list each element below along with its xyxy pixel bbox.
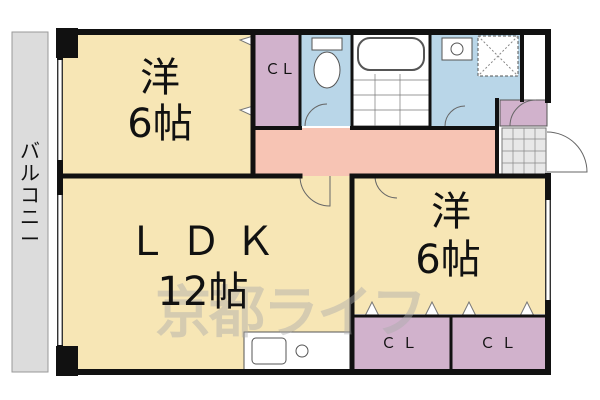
western-room-2-name: 洋	[431, 189, 471, 235]
closet-bottom-left-label: ＣＬ	[380, 334, 423, 352]
closet-top-label: ＣＬ	[265, 60, 296, 78]
stove-burner-icon	[295, 344, 309, 358]
western-room-2-size: 6帖	[415, 237, 481, 283]
closet-bottom-right-label: ＣＬ	[479, 334, 522, 352]
balcony	[11, 31, 49, 373]
entrance-tile-grid	[502, 128, 546, 174]
hallway	[253, 128, 497, 176]
balcony-label: バルコニー	[20, 139, 40, 251]
toilet-tank-icon	[311, 37, 343, 51]
ldk-size: 12帖	[157, 269, 249, 315]
watermark: 京都ライフ	[155, 281, 427, 346]
bathtub-icon	[357, 37, 425, 71]
western-room-1-floor	[60, 32, 253, 176]
bath-tile-grid	[352, 74, 430, 126]
closet-top-fill	[255, 32, 300, 126]
shoe-cabinet	[499, 99, 548, 127]
ldk-name: ＬＤＫ	[127, 219, 289, 265]
windows	[58, 60, 550, 345]
toilet-bowl-icon	[313, 51, 341, 89]
pillar-top-left	[56, 28, 78, 58]
window-frames	[57, 60, 551, 345]
western-room-2-floor	[352, 176, 548, 314]
closet-bottom-right-fill	[452, 316, 548, 372]
closet-bottom-left-fill	[352, 316, 450, 372]
western-room-1-size: 6帖	[127, 101, 193, 147]
western-room-1-name: 洋	[140, 55, 180, 101]
door-swings	[299, 99, 588, 207]
kitchen-sink-icon	[251, 337, 287, 365]
washer-cross-b	[477, 35, 519, 77]
washbasin-bowl-icon	[450, 42, 464, 56]
pillar-bottom-left	[56, 346, 78, 376]
